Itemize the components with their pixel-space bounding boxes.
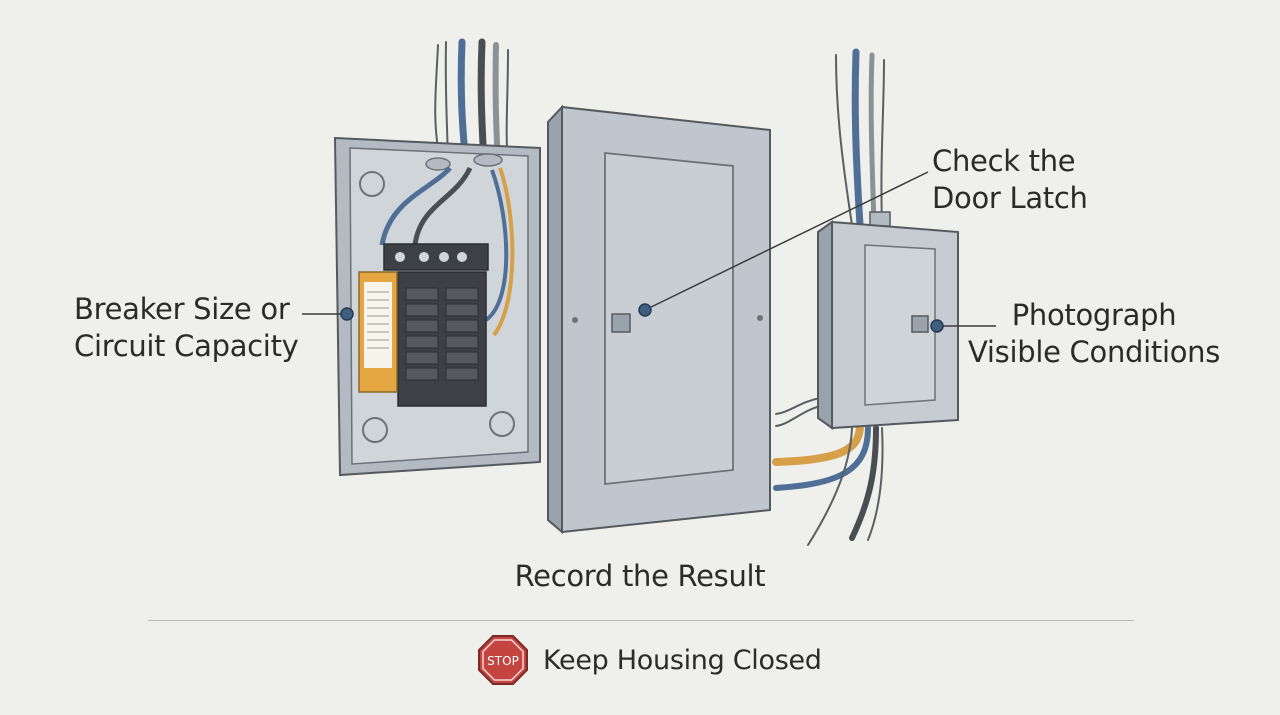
callout-label-breaker-size: Breaker Size or Circuit Capacity <box>74 291 299 365</box>
warning-text: Keep Housing Closed <box>543 644 822 676</box>
footer-warning: STOP Keep Housing Closed <box>477 634 822 686</box>
callout-photo <box>930 319 996 333</box>
stop-sign-text: STOP <box>487 654 519 668</box>
callout-text: Door Latch <box>932 181 1088 215</box>
divider <box>148 620 1134 621</box>
callout-latch <box>638 171 929 317</box>
callout-text: Visible Conditions <box>968 335 1221 369</box>
callout-text: Circuit Capacity <box>74 329 299 363</box>
stop-sign-icon: STOP <box>478 635 528 685</box>
callout-text: Breaker Size or <box>74 292 290 326</box>
callout-label-door-latch: Check the Door Latch <box>932 143 1088 217</box>
caption-record-result: Record the Result <box>514 559 766 593</box>
callout-breaker <box>302 307 354 321</box>
open-breaker-panel <box>333 136 541 477</box>
callout-label-photograph: Photograph Visible Conditions <box>968 297 1220 371</box>
closed-panel-door <box>547 104 771 535</box>
callout-text: Photograph <box>1011 298 1177 332</box>
wires-top-right <box>835 48 885 229</box>
small-panel <box>817 211 959 430</box>
callout-text: Check the <box>932 144 1076 178</box>
wires-bottom-right <box>772 397 884 546</box>
